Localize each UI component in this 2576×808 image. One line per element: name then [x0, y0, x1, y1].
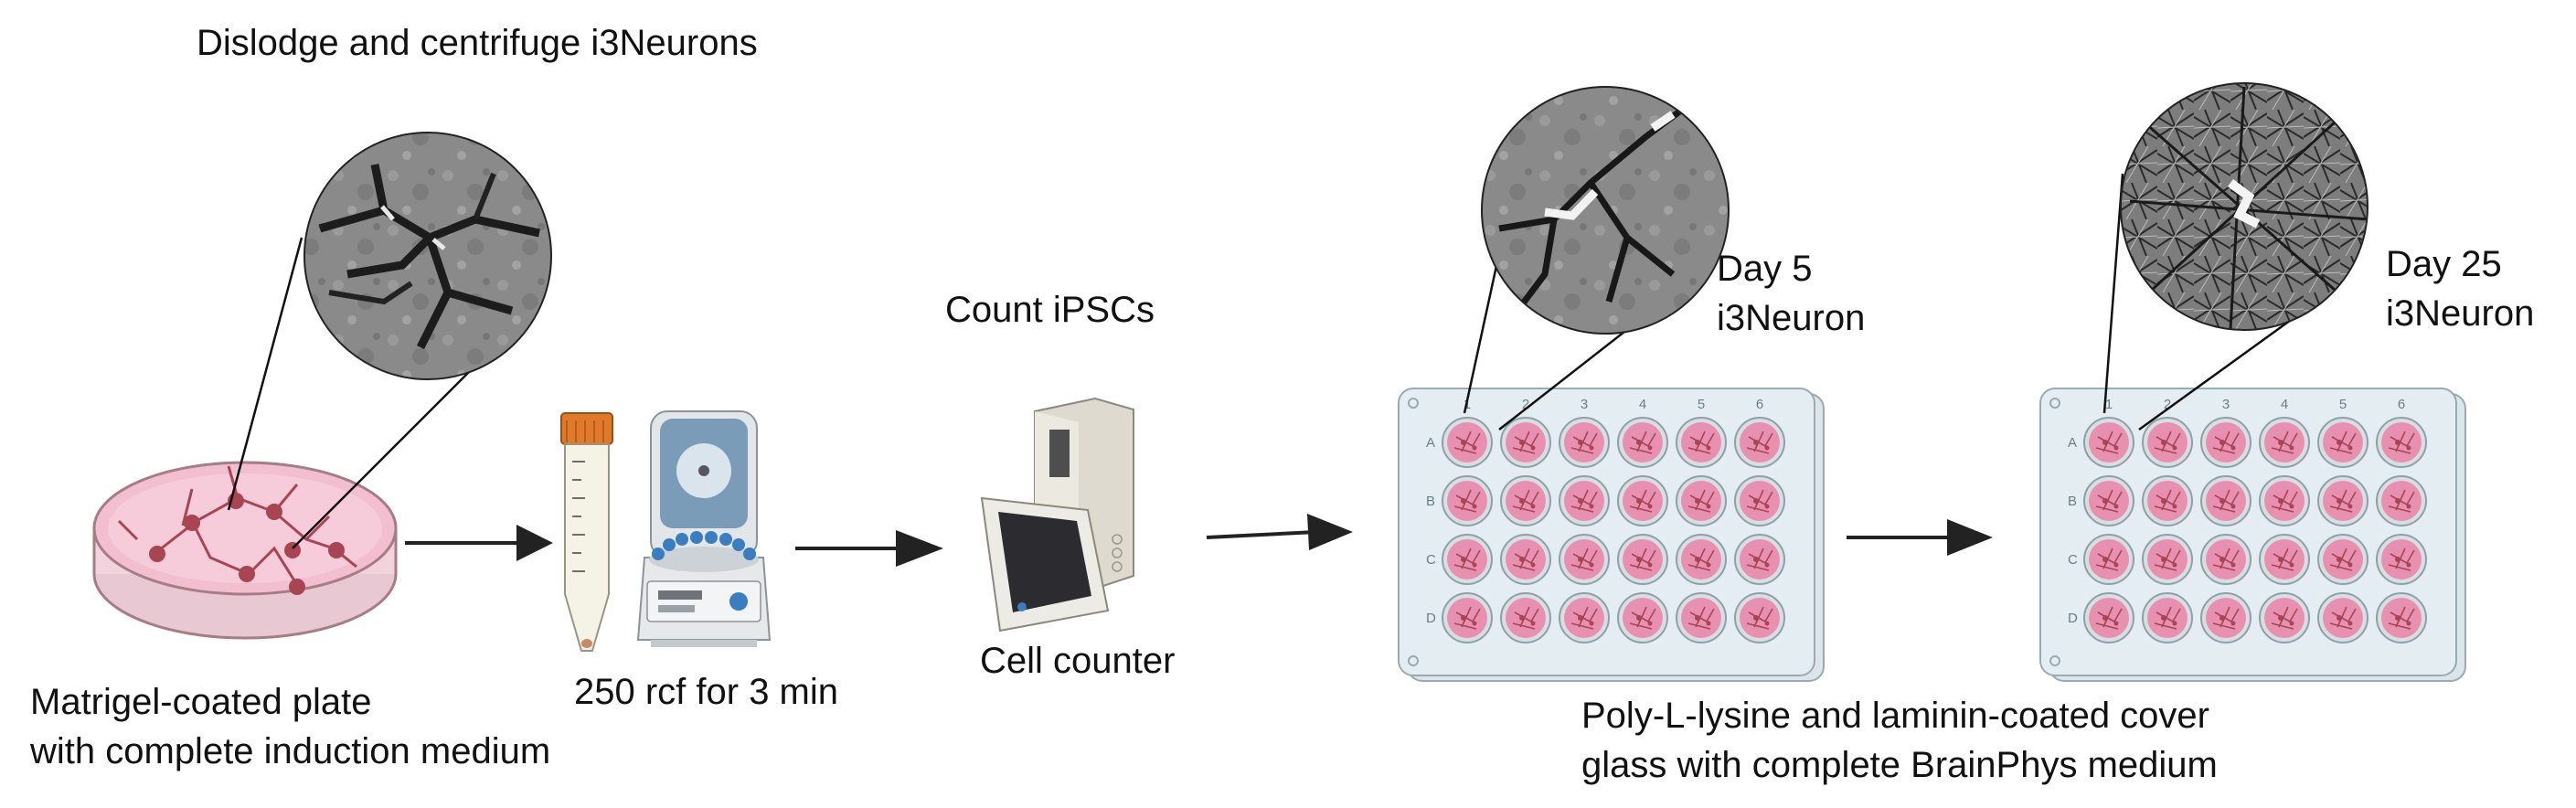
well-C1	[2083, 534, 2134, 585]
coverglass-label-line1: Poly-L-lysine and laminin-coated cover	[1581, 696, 2209, 736]
micrograph-day25-icon	[2102, 82, 2368, 431]
well-D2	[2142, 592, 2193, 643]
well-D6	[1734, 592, 1785, 643]
well-D2	[1500, 592, 1551, 643]
well-C3	[1559, 534, 1610, 585]
well-A6	[2376, 417, 2427, 468]
col-label-4: 4	[1639, 397, 1646, 412]
col-label-1: 1	[2105, 397, 2113, 412]
well-A4	[2259, 417, 2310, 468]
petri-dish-icon	[92, 461, 398, 640]
well-D5	[2317, 592, 2368, 643]
col-label-6: 6	[2398, 397, 2405, 412]
row-label-d: D	[1426, 611, 1436, 626]
col-label-3: 3	[2222, 397, 2230, 412]
well-D4	[1617, 592, 1668, 643]
well-A5	[1676, 417, 1727, 468]
well-A4	[1617, 417, 1668, 468]
well-C2	[1500, 534, 1551, 585]
well-D3	[1559, 592, 1610, 643]
well-B5	[1676, 475, 1727, 526]
well-C2	[2142, 534, 2193, 585]
arrow-4	[1847, 519, 1993, 556]
col-label-5: 5	[1698, 397, 1705, 412]
day25-label-line2: i3Neuron	[2386, 293, 2535, 334]
well-A2	[1500, 417, 1551, 468]
col-label-2: 2	[1522, 397, 1529, 412]
arrow-3	[1206, 514, 1353, 550]
col-label-5: 5	[2339, 397, 2347, 412]
well-C5	[2317, 534, 2368, 585]
well-B4	[2259, 475, 2310, 526]
arrow-2	[795, 530, 943, 567]
conical-tube-icon	[560, 412, 613, 652]
well-B6	[1734, 475, 1785, 526]
well-A3	[2200, 417, 2251, 468]
well-plate-day25: 1 2 3 4 5 6 A B C D	[2039, 388, 2466, 682]
well-A5	[2317, 417, 2368, 468]
col-label-2: 2	[2164, 397, 2171, 412]
well-B3	[2200, 475, 2251, 526]
well-C4	[2259, 534, 2310, 585]
well-B2	[1500, 475, 1551, 526]
col-label-4: 4	[2281, 397, 2288, 412]
well-D4	[2259, 592, 2310, 643]
row-label-b: B	[2068, 494, 2077, 509]
day25-label-line1: Day 25	[2386, 244, 2502, 284]
well-A6	[1734, 417, 1785, 468]
row-label-a: A	[2068, 435, 2077, 451]
row-label-d: D	[2068, 611, 2078, 626]
row-label-a: A	[1426, 435, 1435, 451]
well-C5	[1676, 534, 1727, 585]
step-count-label: Count iPSCs	[945, 290, 1155, 330]
col-label-3: 3	[1581, 397, 1588, 412]
row-label-c: C	[1426, 552, 1436, 568]
plate-label-line2: with complete induction medium	[30, 731, 551, 771]
day5-label-line2: i3Neuron	[1717, 298, 1866, 338]
well-B2	[2142, 475, 2193, 526]
plate-label-line1: Matrigel-coated plate	[30, 682, 372, 722]
step-dislodge-label: Dislodge and centrifuge i3Neurons	[197, 23, 758, 63]
well-C6	[1734, 534, 1785, 585]
well-D1	[1442, 592, 1493, 643]
well-B5	[2317, 475, 2368, 526]
cell-counter-label: Cell counter	[980, 641, 1176, 681]
well-A2	[2142, 417, 2193, 468]
well-B1	[2083, 475, 2134, 526]
arrow-1	[405, 525, 553, 561]
col-label-6: 6	[1756, 397, 1763, 412]
row-label-b: B	[1426, 494, 1435, 509]
centrifuge-icon	[636, 410, 772, 647]
well-B6	[2376, 475, 2427, 526]
well-C3	[2200, 534, 2251, 585]
day5-label-line1: Day 5	[1717, 249, 1813, 289]
well-B3	[1559, 475, 1610, 526]
well-D6	[2376, 592, 2427, 643]
well-B4	[1617, 475, 1668, 526]
cell-counter-icon	[980, 397, 1134, 633]
centrifuge-label: 250 rcf for 3 min	[574, 672, 839, 712]
well-A1	[2083, 417, 2134, 468]
well-C4	[1617, 534, 1668, 585]
well-A3	[1559, 417, 1610, 468]
well-D5	[1676, 592, 1727, 643]
well-D1	[2083, 592, 2134, 643]
micrograph-day5-icon	[1463, 86, 1730, 431]
well-A1	[1442, 417, 1493, 468]
micrograph-neurons-icon	[227, 132, 552, 549]
row-label-c: C	[2068, 552, 2078, 568]
well-B1	[1442, 475, 1493, 526]
coverglass-label-line2: glass with complete BrainPhys medium	[1581, 745, 2218, 785]
well-C6	[2376, 534, 2427, 585]
well-plate-day5: 1 2 3 4 5 6 A B C D	[1398, 388, 1825, 682]
well-C1	[1442, 534, 1493, 585]
well-D3	[2200, 592, 2251, 643]
